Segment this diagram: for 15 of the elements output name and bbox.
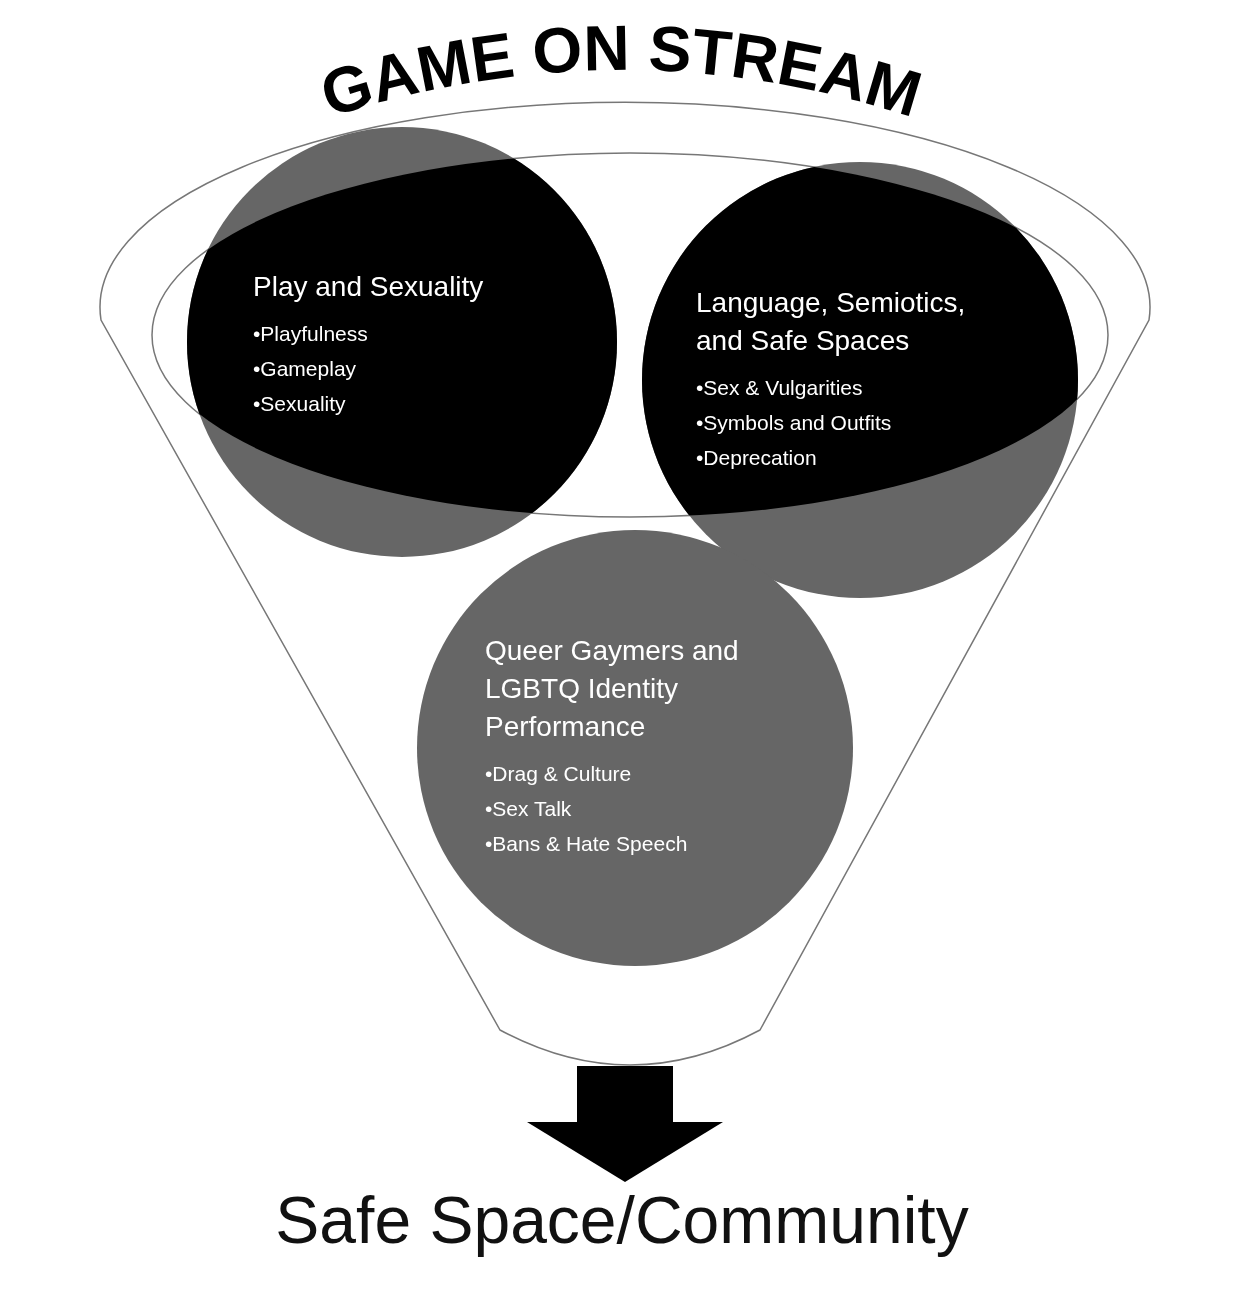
result-label: Safe Space/Community (274, 1182, 970, 1258)
bullet-item: •Gameplay (253, 356, 358, 382)
bullet-item: •Deprecation (696, 445, 818, 471)
circle-heading: Queer Gaymers and LGBTQ Identity Performance (485, 634, 740, 744)
circle-heading: Language, Semiotics, and Safe Spaces (696, 286, 967, 358)
block-arrow (527, 1066, 723, 1182)
bullet-item: •Sexuality (253, 391, 347, 417)
bullet-item: •Drag & Culture (485, 761, 633, 787)
bullet-item: •Symbols and Outfits (696, 410, 893, 436)
bullet-item: •Playfulness (253, 321, 369, 347)
title: GAME ON STREAM (312, 11, 930, 131)
bullet-item: •Sex & Vulgarities (696, 375, 864, 401)
bullet-item: •Sex Talk (485, 796, 573, 822)
circle-heading: Play and Sexuality (253, 270, 485, 304)
bullet-item: •Bans & Hate Speech (485, 831, 689, 857)
